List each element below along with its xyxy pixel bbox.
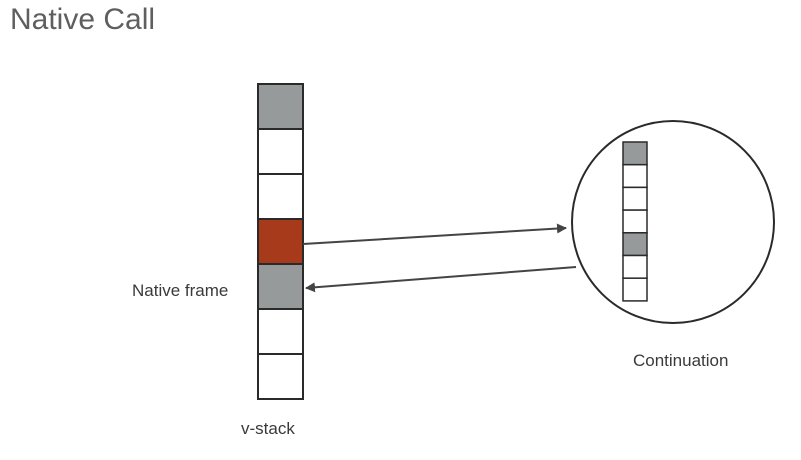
continuation-cell-gray — [622, 232, 648, 257]
v-stack-cell-empty — [257, 353, 304, 400]
continuation-stack — [622, 141, 648, 302]
continuation-cell-gray — [622, 141, 648, 166]
return-arrow — [305, 266, 577, 293]
v-stack-cell-gray — [257, 83, 304, 130]
page-title: Native Call — [10, 3, 156, 36]
continuation-cell-empty — [622, 209, 648, 234]
v-stack-cell-empty — [257, 173, 304, 220]
v-stack-cell-empty — [257, 128, 304, 175]
continuation-cell-empty — [622, 186, 648, 211]
v-stack — [257, 83, 304, 400]
v-stack-label: v-stack — [241, 419, 295, 438]
v-stack-cell-native — [257, 218, 304, 265]
continuation-cell-empty — [622, 254, 648, 279]
continuation-circle — [571, 120, 775, 324]
native-frame-label: Native frame — [132, 281, 229, 300]
v-stack-cell-empty — [257, 308, 304, 355]
call-arrow — [302, 223, 567, 245]
continuation-label: Continuation — [633, 351, 729, 370]
v-stack-cell-gray — [257, 263, 304, 310]
continuation-cell-empty — [622, 163, 648, 189]
continuation-cell-empty — [622, 277, 648, 302]
